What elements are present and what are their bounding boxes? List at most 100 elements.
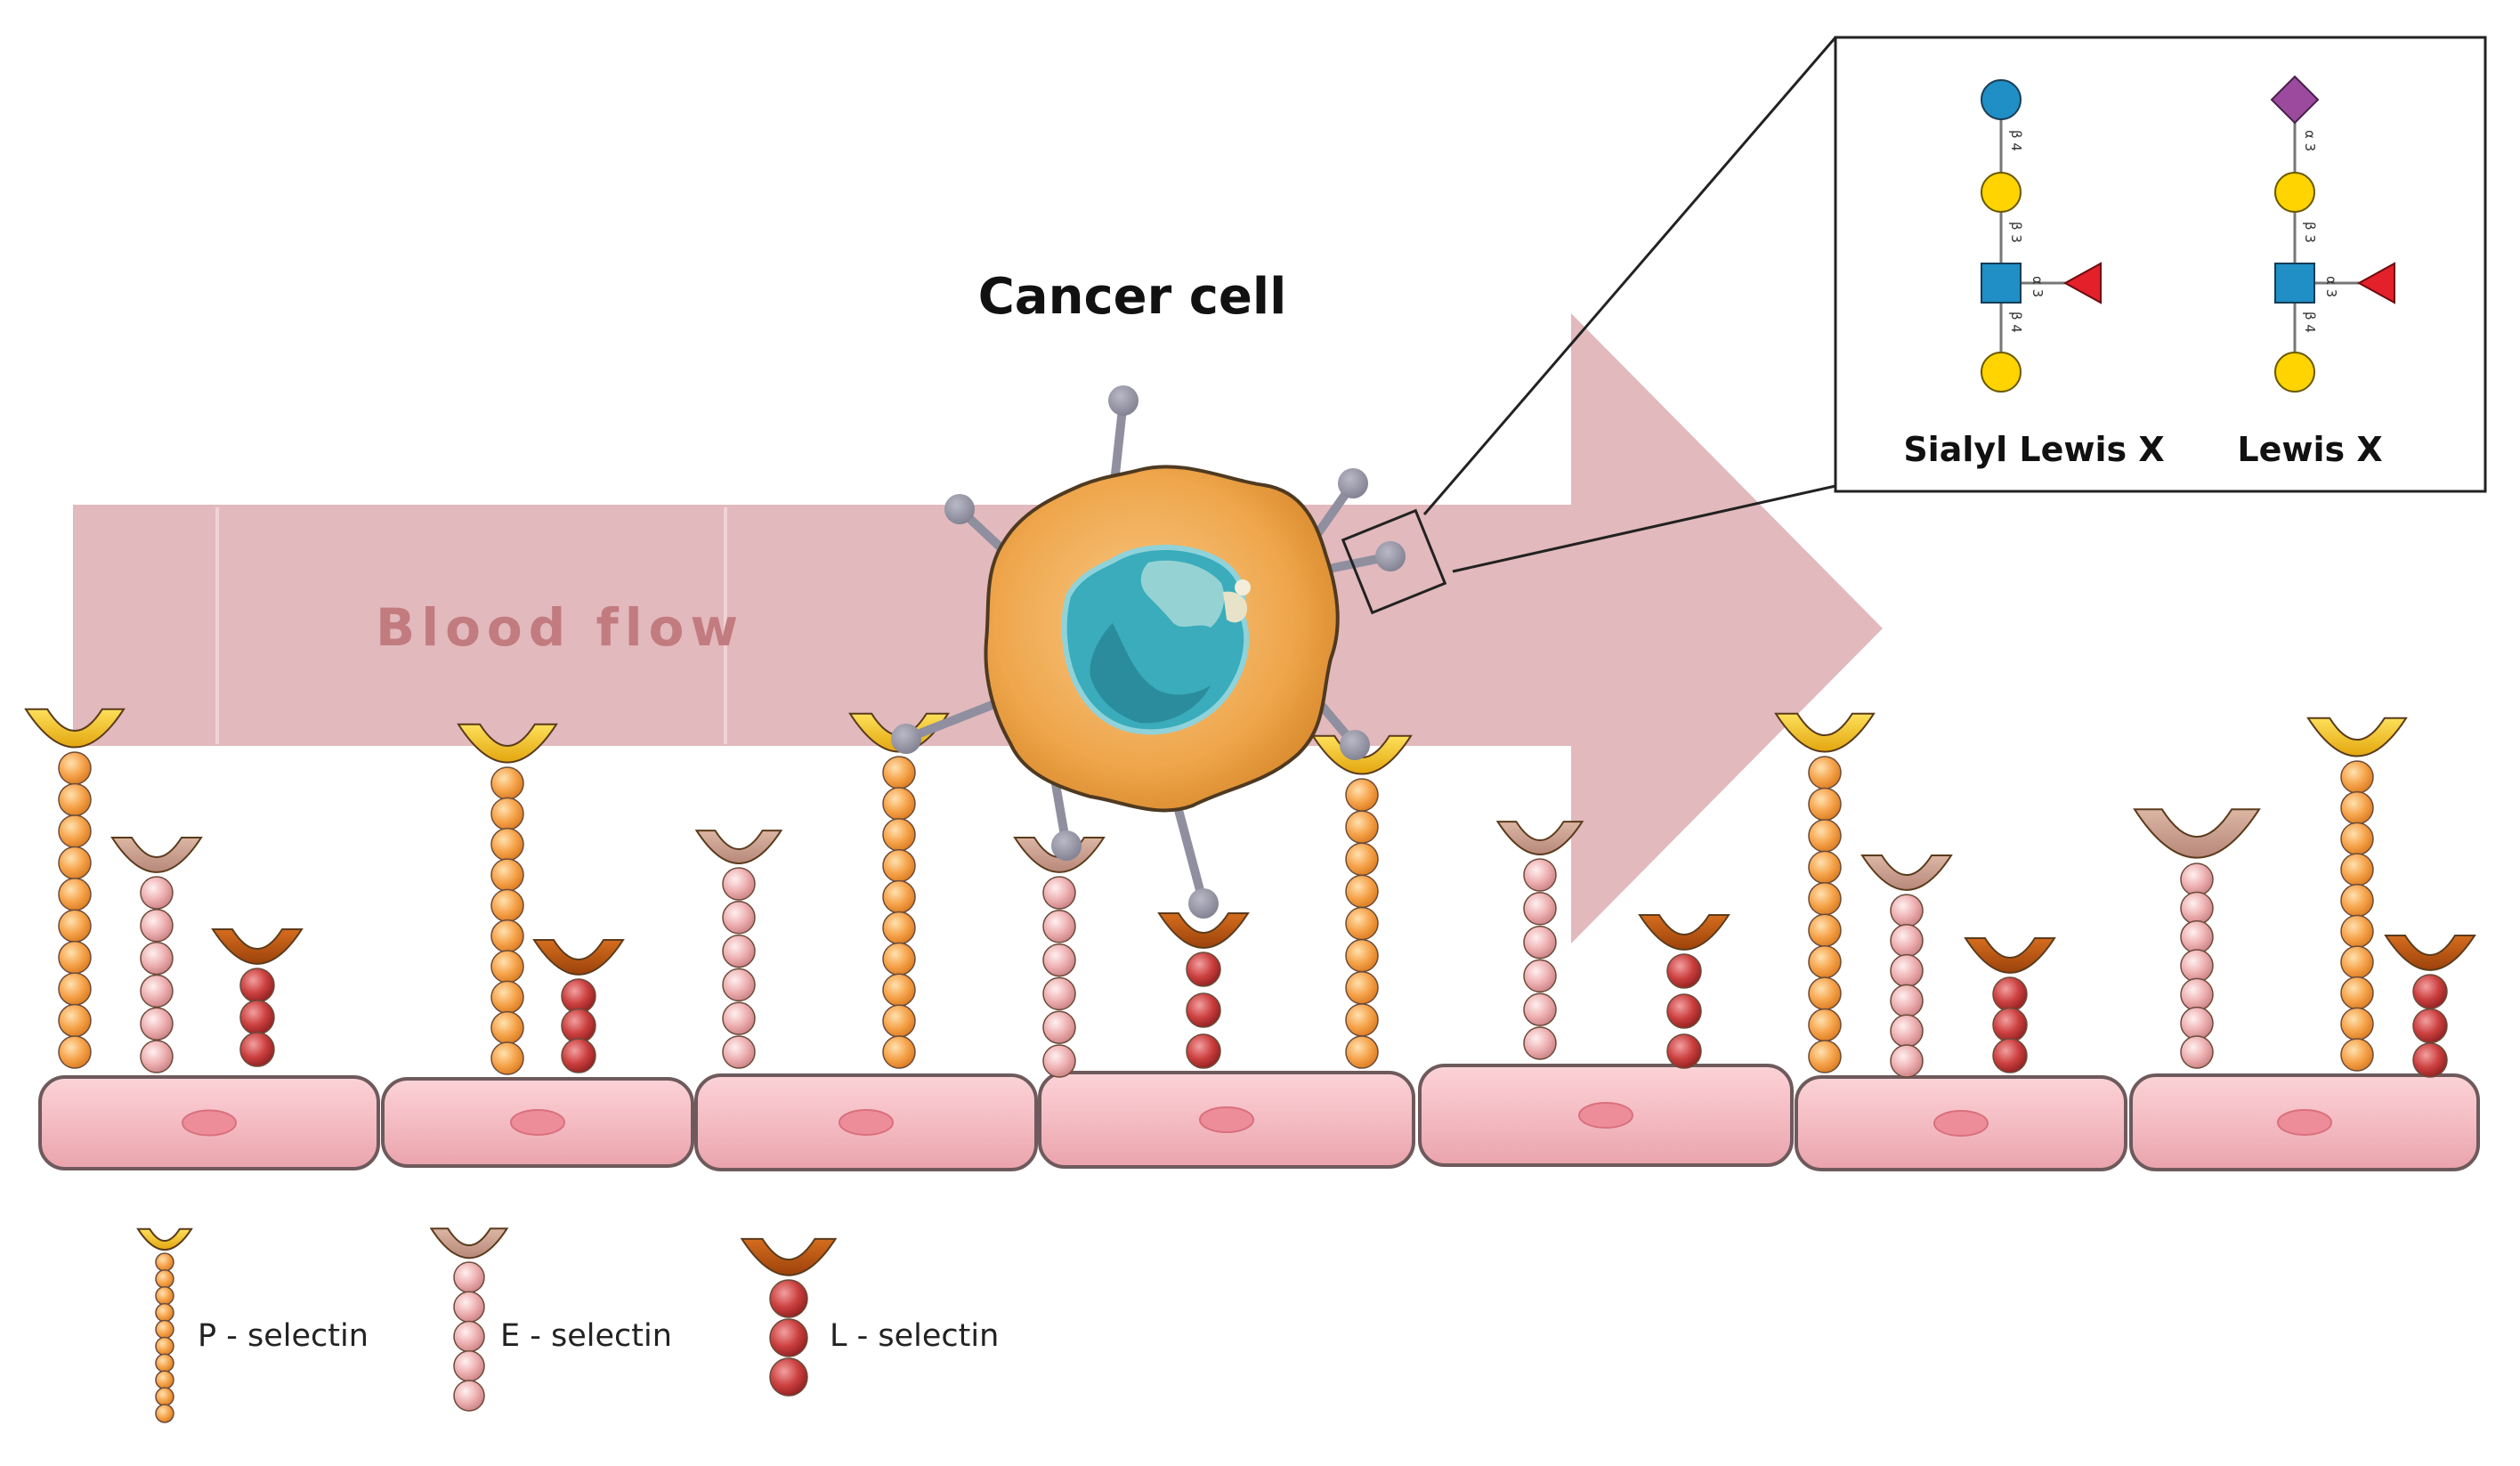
legend-l-selectin [740,1237,838,1397]
lewis-x-label: Lewis X [2237,430,2382,469]
blood-flow-label: Blood flow [376,597,744,658]
selectin-bead [1666,1033,1702,1069]
selectin-bead [490,766,524,800]
glcnac-square-icon [2274,263,2315,304]
selectin-bead [1808,756,1842,790]
selectin-bead [1808,913,1842,947]
selectin-bead [239,968,275,1003]
endothelial-nucleus [1199,1106,1254,1133]
selectin-bead [1042,876,1076,910]
selectin-bead [2412,974,2448,1009]
selectin-bead [2340,945,2374,979]
selectin-bead [1345,842,1379,876]
selectin-bead [2180,1035,2214,1069]
selectin-bead [155,1302,174,1323]
selectin-binding-cup [211,928,304,965]
selectin-binding-cup [532,939,625,976]
ligand-spike [1320,541,1406,574]
selectin-bead [2340,822,2374,856]
selectin-bead [453,1291,485,1323]
p-selectin [848,712,950,1069]
selectin-bead [2340,790,2374,825]
l-selectin [1638,914,1730,1069]
galactose-circle-icon [2274,352,2315,393]
selectin-bead [722,901,756,935]
endothelial-nucleus [182,1109,237,1137]
legend-e-selectin [429,1227,509,1412]
selectin-bead [140,1007,174,1041]
sialyl-lewis-x-structure: β 4β 3β 4α 3 [1981,79,2102,393]
selectin-bead [490,1041,524,1075]
selectin-bead [58,751,92,785]
p-selectin [24,708,126,1069]
l-selectin [1157,912,1250,1069]
ligand-knob [1375,541,1406,571]
selectin-bead [882,848,916,883]
selectin-bead [155,1269,174,1289]
selectin-bead [1042,1044,1076,1078]
selectin-binding-cup [1157,912,1250,949]
linkage-label: α 3 [2302,130,2318,151]
selectin-binding-cup [1774,712,1876,753]
l-selectin [1964,937,2056,1073]
fucose-triangle-icon [2062,262,2102,304]
legend-p-selectin [136,1227,193,1423]
legend-e-selectin-icon [429,1227,509,1412]
selectin-bead [1345,906,1379,941]
lewis-x-structure: α 3β 3β 4α 3 [2270,75,2395,393]
selectin-bead [1345,1003,1379,1037]
selectin-bead [140,1040,174,1073]
selectin-bead [155,1353,174,1373]
selectin-bead [1042,1010,1076,1044]
selectin-bead [882,879,916,914]
fucose-triangle-icon [2356,262,2395,304]
selectin-bead [58,972,92,1006]
selectin-bead [2340,976,2374,1010]
legend-l-selectin-label: L - selectin [830,1318,999,1354]
legend-p-selectin-icon [136,1227,193,1423]
selectin-bead [453,1380,485,1412]
selectin-binding-cup [2133,808,2261,859]
selectin-bead [58,940,92,975]
endothelial-nucleus [510,1109,565,1136]
selectin-bead [140,909,174,943]
legend: P - selectin E - selectin L - selectin [136,1227,999,1423]
selectin-bead [58,846,92,880]
selectin-binding-cup [457,723,558,764]
selectin-bead [490,888,524,923]
selectin-bead [1345,874,1379,909]
ligand-knob [1340,730,1370,760]
selectin-bead [1890,984,1924,1018]
selectin-bead [561,978,596,1014]
selectin-bead [2340,1007,2374,1041]
selectin-bead [2180,891,2214,926]
selectin-bead [2340,883,2374,918]
selectin-bead [490,950,524,984]
e-selectin [110,837,203,1073]
selectin-bead [2180,919,2214,954]
selectin-bead [58,814,92,848]
selectin-binding-cup [694,830,783,864]
selectin-bead [1666,953,1702,989]
selectin-bead [2412,1042,2448,1078]
selectin-binding-cup [740,1237,838,1276]
legend-e-selectin-label: E - selectin [500,1318,672,1354]
selectin-bead [1666,993,1702,1029]
selectin-bead [1808,944,1842,979]
selectin-binding-cup [1013,837,1106,873]
selectin-bead [453,1320,485,1353]
blood-flow-arrow: Blood flow [73,313,1883,944]
selectin-bead [1890,924,1924,958]
legend-l-selectin-icon [740,1237,838,1397]
l-selectin [2384,935,2476,1078]
glycan-inset: β 4β 3β 4α 3 α 3β 3β 4α 3 Sialyl Lewis X… [1834,36,2487,493]
selectin-bead [1345,778,1379,812]
selectin-bead [1808,1008,1842,1042]
zoom-indicator [1341,36,1837,615]
selectin-bead [882,911,916,945]
ligand-spike [1313,468,1368,539]
e-selectin [2133,808,2261,1069]
selectin-bead [882,756,916,790]
selectin-bead [490,919,524,953]
